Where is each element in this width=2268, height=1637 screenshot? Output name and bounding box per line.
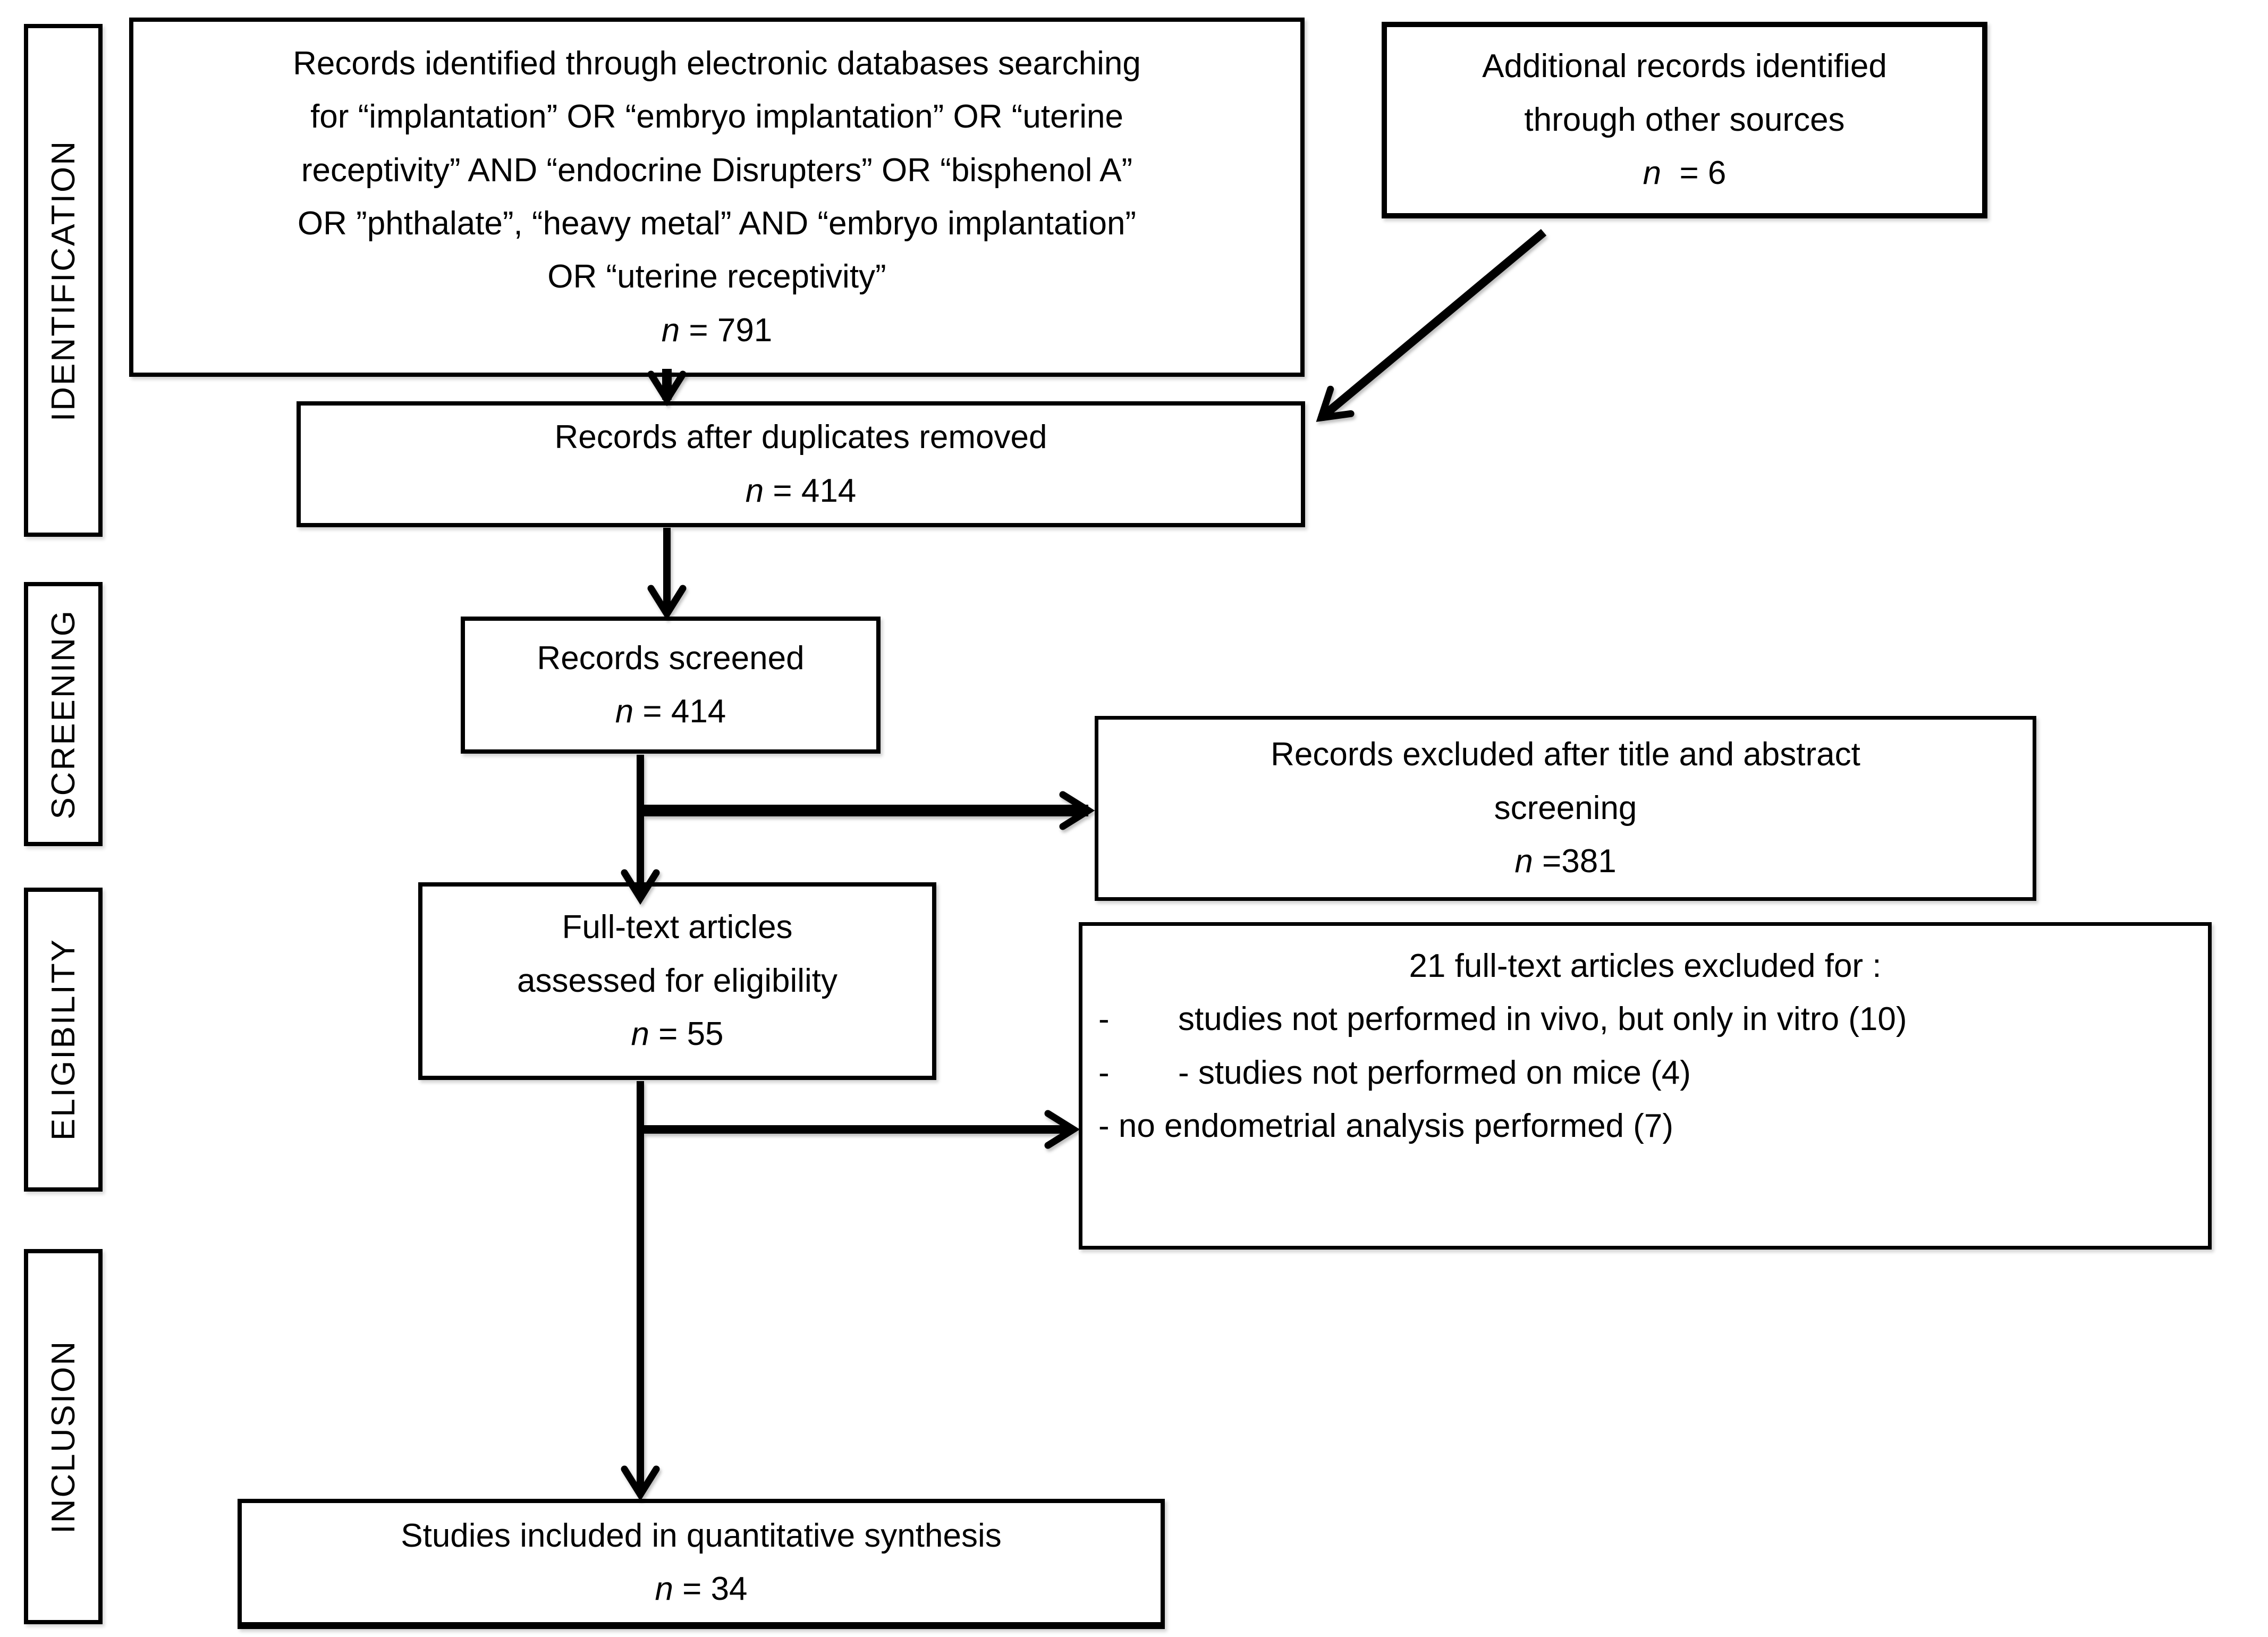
fulltext-excluded-box: 21 full-text articles excluded for : - s… — [1079, 922, 2212, 1250]
records-identified-count: n = 791 — [661, 311, 773, 349]
stage-identification: IDENTIFICATION — [24, 24, 103, 537]
fulltext-assessed-line: assessed for eligibility — [517, 962, 838, 999]
records-excluded-line: screening — [1494, 789, 1637, 826]
stage-label-eligibility: ELIGIBILITY — [45, 938, 82, 1141]
studies-included-box: Studies included in quantitative synthes… — [238, 1499, 1165, 1629]
records-screened-count: n = 414 — [615, 693, 726, 730]
fulltext-excluded-item: - no endometrial analysis performed (7) — [1098, 1108, 1674, 1145]
duplicates-removed-line: Records after duplicates removed — [554, 419, 1047, 456]
additional-records-line: Additional records identified — [1482, 48, 1887, 85]
records-excluded-count: n =381 — [1514, 843, 1617, 880]
fulltext-assessed-box: Full-text articles assessed for eligibil… — [418, 882, 936, 1080]
records-screened-box: Records screened n = 414 — [461, 617, 881, 754]
stage-label-screening: SCREENING — [45, 609, 82, 820]
duplicates-removed-count: n = 414 — [745, 472, 857, 509]
records-identified-line: receptivity” AND “endocrine Disrupters” … — [301, 151, 1133, 189]
stage-inclusion: INCLUSION — [24, 1249, 103, 1624]
duplicates-removed-box: Records after duplicates removed n = 414 — [297, 401, 1305, 527]
bullet-dash: - — [1098, 1054, 1110, 1091]
records-excluded-line: Records excluded after title and abstrac… — [1271, 736, 1860, 773]
stage-label-identification: IDENTIFICATION — [45, 139, 82, 421]
additional-records-count: n = 6 — [1643, 155, 1727, 192]
fulltext-excluded-item: - studies not performed in vivo, but onl… — [1098, 993, 2192, 1046]
records-identified-line: Records identified through electronic da… — [293, 45, 1141, 82]
studies-included-count: n = 34 — [655, 1571, 748, 1607]
fulltext-assessed-line: Full-text articles — [562, 909, 793, 946]
additional-records-box: Additional records identified through ot… — [1382, 22, 1987, 218]
fulltext-assessed-count: n = 55 — [631, 1016, 724, 1053]
fulltext-excluded-title: 21 full-text articles excluded for : — [1409, 948, 1882, 984]
bullet-dash: - — [1098, 1001, 1110, 1038]
records-identified-line: for “implantation” OR “embryo implantati… — [310, 98, 1123, 136]
additional-records-line: through other sources — [1524, 101, 1845, 138]
stage-label-inclusion: INCLUSION — [45, 1339, 82, 1534]
arrow-additional-to-duplicates — [1316, 229, 1547, 422]
stage-eligibility: ELIGIBILITY — [24, 888, 103, 1192]
records-screened-line: Records screened — [537, 639, 805, 677]
stage-screening: SCREENING — [24, 582, 103, 846]
fulltext-excluded-item: - - studies not performed on mice (4) — [1098, 1047, 2192, 1100]
records-identified-line: OR “uterine receptivity” — [547, 258, 886, 296]
records-identified-box: Records identified through electronic da… — [129, 18, 1305, 377]
studies-included-line: Studies included in quantitative synthes… — [401, 1517, 1002, 1554]
records-excluded-screening-box: Records excluded after title and abstrac… — [1095, 716, 2036, 901]
records-identified-line: OR ”phthalate”, “heavy metal” AND “embry… — [297, 205, 1137, 242]
